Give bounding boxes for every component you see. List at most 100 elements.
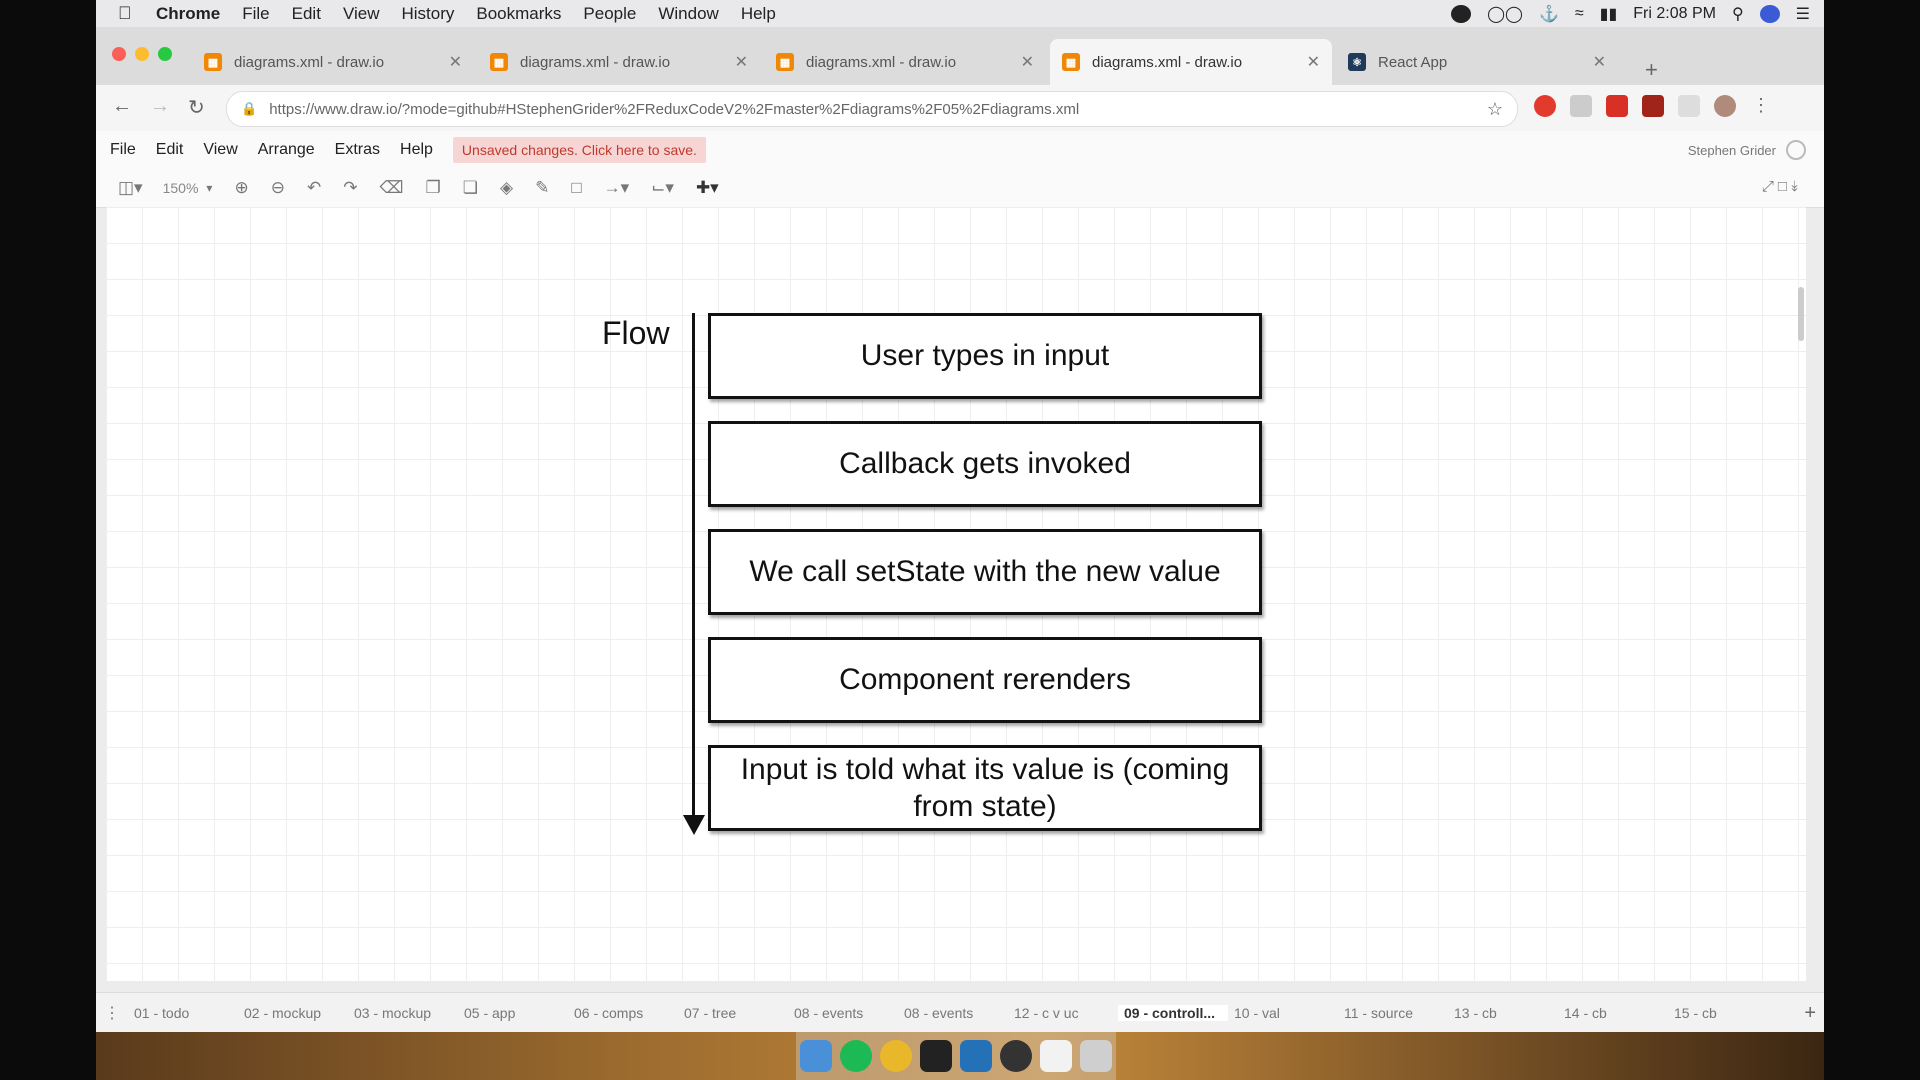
page-tab[interactable]: 10 - val [1234, 1005, 1280, 1021]
browser-tab-1[interactable]: ▦ diagrams.xml - draw.io ✕ [192, 39, 474, 85]
notification-center-icon[interactable]: ☰ [1795, 5, 1810, 23]
undo-icon[interactable]: ↶ [306, 178, 322, 197]
pdf-extension-icon[interactable] [1606, 95, 1628, 117]
documents-icon[interactable] [1040, 1040, 1072, 1072]
new-tab-icon[interactable]: + [1645, 57, 1658, 82]
menu-help[interactable]: Help [740, 3, 776, 23]
tab-close-icon[interactable]: ✕ [734, 54, 748, 71]
page-tab[interactable]: 14 - cb [1564, 1005, 1607, 1021]
zoom-in-icon[interactable]: ⊕ [234, 178, 249, 197]
page-tab-active[interactable]: 09 - controll... [1118, 1005, 1228, 1021]
back-icon[interactable]: ← [112, 95, 132, 117]
reload-icon[interactable]: ↻ [188, 97, 205, 119]
waypoints-icon[interactable]: ⌙▾ [651, 178, 674, 197]
vscode-icon[interactable] [960, 1040, 992, 1072]
flow-step-2[interactable]: Callback gets invoked [708, 421, 1262, 507]
menu-window[interactable]: Window [658, 3, 719, 23]
tab-close-icon[interactable]: ✕ [1020, 54, 1034, 71]
page-tab[interactable]: 12 - c v uc [1014, 1005, 1079, 1021]
minimize-window-icon[interactable] [135, 47, 149, 61]
battery-icon[interactable]: ▮▮ [1599, 5, 1618, 23]
drawio-menu-extras[interactable]: Extras [334, 141, 381, 158]
page-tab[interactable]: 05 - app [464, 1005, 516, 1021]
url-text[interactable]: https://www.draw.io/?mode=github#HStephe… [269, 100, 1080, 118]
add-page-icon[interactable]: + [1804, 1001, 1816, 1024]
record-icon[interactable] [1451, 4, 1472, 23]
tab-close-icon[interactable]: ✕ [448, 54, 462, 71]
page-tab[interactable]: 02 - mockup [244, 1005, 322, 1021]
flow-step-5[interactable]: Input is told what its value is (coming … [708, 745, 1262, 831]
flow-arrow-line[interactable] [692, 313, 695, 821]
flow-step-1[interactable]: User types in input [708, 313, 1262, 399]
wifi-icon[interactable]: ≈ [1574, 4, 1584, 22]
line-color-icon[interactable]: ✎ [535, 178, 550, 197]
extension-icon[interactable] [1570, 95, 1592, 117]
page-tab[interactable]: 08 - events [904, 1005, 974, 1021]
close-window-icon[interactable] [112, 47, 126, 61]
connection-style-icon[interactable]: →▾ [603, 178, 630, 197]
apple-icon[interactable]:  [118, 3, 138, 24]
address-bar[interactable]: 🔒 https://www.draw.io/?mode=github#HStep… [226, 91, 1518, 127]
opera-extension-icon[interactable] [1534, 95, 1556, 117]
zoom-out-icon[interactable]: ⊖ [270, 178, 285, 197]
zoom-level-select[interactable]: 150% [162, 180, 199, 196]
drawio-menu-view[interactable]: View [203, 141, 238, 158]
drawio-menu-edit[interactable]: Edit [155, 141, 184, 158]
drawio-menu-arrange[interactable]: Arrange [257, 141, 315, 158]
glasses-icon[interactable]: ◯◯ [1487, 5, 1523, 23]
clock[interactable]: Fri 2:08 PM [1633, 4, 1716, 22]
menu-file[interactable]: File [242, 3, 270, 23]
page-tab[interactable]: 11 - source [1344, 1005, 1413, 1021]
browser-tab-5[interactable]: ⚛ React App ✕ [1336, 39, 1618, 85]
chevron-down-icon[interactable]: ▾ [206, 181, 213, 195]
drawio-menu-help[interactable]: Help [400, 141, 433, 158]
menu-people[interactable]: People [583, 3, 637, 23]
browser-tab-2[interactable]: ▦ diagrams.xml - draw.io ✕ [478, 39, 760, 85]
page-tab[interactable]: 13 - cb [1454, 1005, 1497, 1021]
lock-icon[interactable]: 🔒 [241, 101, 258, 116]
tab-close-icon[interactable]: ✕ [1592, 54, 1606, 71]
page-tab[interactable]: 01 - todo [134, 1005, 190, 1021]
forward-icon[interactable]: → [150, 95, 170, 117]
menu-edit[interactable]: Edit [291, 3, 321, 23]
menu-view[interactable]: View [342, 3, 380, 23]
bookmark-star-icon[interactable]: ☆ [1486, 98, 1503, 119]
unsaved-changes-button[interactable]: Unsaved changes. Click here to save. [452, 137, 706, 163]
page-tab[interactable]: 07 - tree [684, 1005, 737, 1021]
zoom-window-icon[interactable] [158, 47, 172, 61]
terminal-icon[interactable] [920, 1040, 952, 1072]
browser-tab-3[interactable]: ▦ diagrams.xml - draw.io ✕ [764, 39, 1046, 85]
fill-color-icon[interactable]: ◈ [500, 178, 514, 197]
extension-icon[interactable] [1678, 95, 1700, 117]
menu-bookmarks[interactable]: Bookmarks [476, 3, 562, 23]
profile-avatar[interactable] [1714, 95, 1736, 117]
user-account-icon[interactable] [1786, 140, 1806, 160]
fullscreen-icon[interactable]: ⤢□↡ [1761, 178, 1802, 195]
format-panel-icon[interactable]: ◫▾ [118, 178, 143, 197]
chrome-icon[interactable] [880, 1040, 912, 1072]
redo-icon[interactable]: ↷ [343, 178, 358, 197]
shadow-icon[interactable]: □ [571, 178, 582, 197]
user-name[interactable]: Stephen Grider [1687, 142, 1776, 158]
finder-icon[interactable] [800, 1040, 832, 1072]
docker-icon[interactable]: ⚓ [1538, 5, 1559, 23]
obs-icon[interactable] [1000, 1040, 1032, 1072]
flow-label[interactable]: Flow [602, 315, 670, 351]
trash-icon[interactable] [1080, 1040, 1112, 1072]
vertical-scrollbar[interactable] [1798, 287, 1804, 341]
page-tab[interactable]: 06 - comps [574, 1005, 644, 1021]
page-tab[interactable]: 08 - events [794, 1005, 864, 1021]
insert-icon[interactable]: ✚▾ [695, 178, 719, 197]
to-back-icon[interactable]: ❏ [462, 178, 478, 197]
spotlight-icon[interactable]: ⚲ [1731, 5, 1744, 23]
pages-menu-icon[interactable]: ⋮ [104, 1005, 120, 1022]
delete-icon[interactable]: ⌫ [379, 178, 404, 197]
siri-icon[interactable] [1759, 4, 1780, 23]
chrome-menu-icon[interactable]: ⋮ [1752, 95, 1770, 115]
adblock-extension-icon[interactable] [1642, 95, 1664, 117]
menu-app-name[interactable]: Chrome [156, 3, 221, 23]
diagram-canvas[interactable]: Flow User types in input Callback gets i… [106, 207, 1806, 981]
page-tab[interactable]: 15 - cb [1674, 1005, 1717, 1021]
browser-tab-4-active[interactable]: ▦ diagrams.xml - draw.io ✕ [1050, 39, 1332, 85]
tab-close-icon[interactable]: ✕ [1306, 54, 1320, 71]
